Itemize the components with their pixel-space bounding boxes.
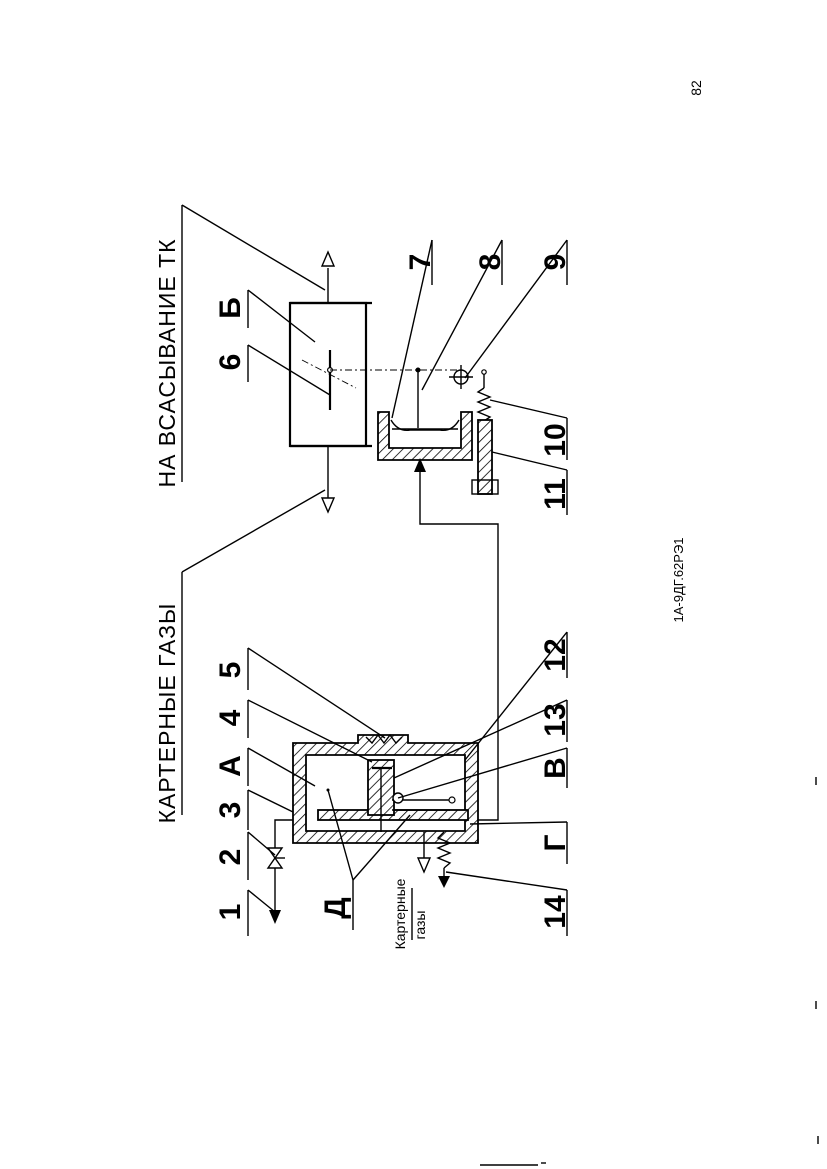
- callout-2: 2: [214, 849, 247, 866]
- zone-v: В: [539, 757, 572, 779]
- pressure-arrow-icon: [414, 458, 426, 472]
- callout-7: 7: [404, 254, 437, 271]
- crankcase-gas-note: Картерные газы: [392, 878, 428, 949]
- heading-crankcase: КАРТЕРНЫЕ ГАЗЫ: [154, 489, 326, 824]
- valve-body: [266, 733, 479, 924]
- zone-b: Б: [214, 297, 247, 319]
- page-number: 82: [688, 80, 704, 96]
- leader-lines: [247, 239, 568, 936]
- margin-marks: [480, 777, 819, 1166]
- zone-a: А: [214, 755, 247, 777]
- callout-labels: 1 2 3 4 5 6 7 8 9 10 11 12 13 14 А Б В Г…: [214, 254, 572, 929]
- inflow-arrow-icon: [320, 497, 336, 514]
- zone-g: Г: [539, 834, 572, 851]
- zone-d: Д: [319, 897, 352, 918]
- inlet-arrow-icon: [269, 910, 281, 924]
- drain-arrow-icon: [438, 876, 450, 888]
- callout-4: 4: [214, 709, 247, 726]
- heading-suction: НА ВСАСЫВАНИЕ ТК: [154, 204, 326, 488]
- callout-5: 5: [214, 662, 247, 679]
- svg-text:НА ВСАСЫВАНИЕ ТК: НА ВСАСЫВАНИЕ ТК: [154, 238, 180, 487]
- svg-text:газы: газы: [412, 911, 428, 940]
- throttle-housing: [288, 250, 460, 514]
- actuator-assembly: [377, 365, 499, 821]
- callout-3: 3: [214, 802, 247, 819]
- document-code: 1А-9ДГ.62РЭ1: [671, 537, 686, 622]
- callout-6: 6: [214, 354, 247, 371]
- outflow-arrow-icon: [320, 250, 336, 267]
- svg-text:Картерные: Картерные: [392, 878, 408, 949]
- callout-1: 1: [214, 904, 247, 921]
- svg-text:КАРТЕРНЫЕ ГАЗЫ: КАРТЕРНЫЕ ГАЗЫ: [154, 603, 180, 824]
- gas-arrow-icon: [416, 857, 432, 874]
